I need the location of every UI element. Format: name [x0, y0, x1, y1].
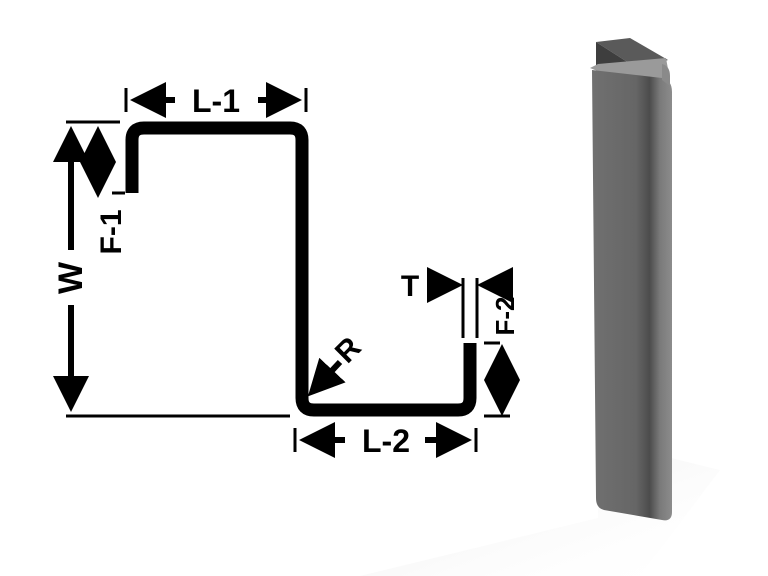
label-f1: F-1 [95, 210, 128, 255]
dimension-r: R [307, 331, 368, 397]
dimension-l1: L-1 [124, 82, 308, 119]
dimension-w: W [52, 120, 290, 418]
z-profile-shape [125, 121, 477, 417]
label-l1: L-1 [192, 83, 240, 119]
label-f2: F-2 [490, 297, 520, 336]
label-t: T [401, 270, 419, 303]
dimension-f2: F-2 [484, 297, 520, 418]
label-w: W [52, 261, 90, 294]
post-3d-render [360, 38, 720, 576]
dimension-t: T [401, 267, 513, 338]
label-l2: L-2 [362, 423, 410, 459]
dimension-l2: L-2 [293, 422, 478, 459]
dimension-f1: F-1 [80, 126, 128, 255]
